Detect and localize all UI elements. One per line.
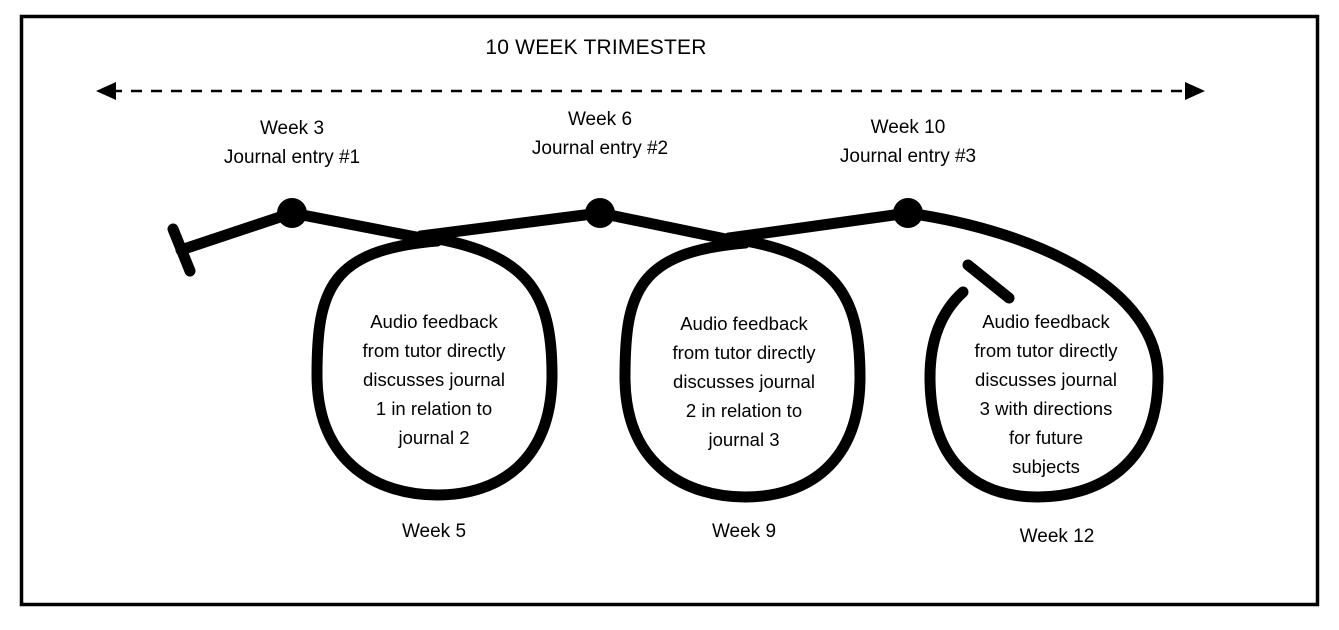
loop-2-line-4: 2 in relation to [686,400,802,421]
loop-2-line-3: discusses journal [673,371,815,392]
loop-3-line-1: Audio feedback [982,311,1110,332]
milestone-week-2: Week 6 [568,109,632,130]
path-segment-cross2-to-node3 [723,207,914,244]
milestone-entry-2: Journal entry #2 [532,138,668,159]
milestone-week-1: Week 3 [260,118,324,139]
timeline-axis [96,82,1205,100]
path-segment-node1-to-cross1 [286,207,443,247]
loop-1-text-block: Audio feedback from tutor directly discu… [363,311,507,448]
loop-1-line-1: Audio feedback [370,311,498,332]
milestone-label-group-2: Week 6 Journal entry #2 [532,109,668,159]
loop-3-line-6: subjects [1012,456,1080,477]
diagram-border [19,14,1320,607]
loop-3-line-5: for future [1009,427,1083,448]
loop-1-line-5: journal 2 [398,427,470,448]
timeline-arrow-right-icon [1185,82,1205,100]
loop-1-teardrop [311,230,558,501]
loop-3-week-label: Week 12 [1020,526,1095,547]
milestone-label-group-1: Week 3 Journal entry #1 [224,118,360,168]
loop-3-line-2: from tutor directly [975,340,1119,361]
feedback-loop-path-group [167,198,1164,503]
loop-2-teardrop [619,232,866,503]
loop-1-line-3: discusses journal [363,369,505,390]
milestone-node-dot-2 [585,198,615,228]
path-end-cap [962,259,1015,304]
loop-2-line-2: from tutor directly [673,342,817,363]
loop-1-line-2: from tutor directly [363,340,507,361]
milestone-node-dot-3 [893,198,923,228]
loop-3-line-4: 3 with directions [980,398,1113,419]
diagram-title: 10 WEEK TRIMESTER [485,36,706,59]
loop-2-line-1: Audio feedback [680,313,808,334]
loop-3-text-block: Audio feedback from tutor directly discu… [975,311,1119,477]
loop-3-line-3: discusses journal [975,369,1117,390]
milestone-label-group-3: Week 10 Journal entry #3 [840,117,976,167]
path-segment-node2-to-cross2 [594,207,751,249]
path-segment-start-to-node1 [175,207,298,256]
timeline-arrow-left-icon [96,82,116,100]
milestone-node-dot-1 [277,198,307,228]
loop-1-week-label: Week 5 [402,521,466,542]
loop-3-circle [902,207,1164,503]
loop-2-text-block: Audio feedback from tutor directly discu… [673,313,817,450]
milestone-week-3: Week 10 [871,117,946,138]
loop-1-line-4: 1 in relation to [376,398,492,419]
milestone-entry-1: Journal entry #1 [224,147,360,168]
path-segment-cross1-to-node2 [415,207,606,242]
loop-2-line-5: journal 3 [708,429,780,450]
loop-2-week-label: Week 9 [712,521,776,542]
milestone-entry-3: Journal entry #3 [840,146,976,167]
